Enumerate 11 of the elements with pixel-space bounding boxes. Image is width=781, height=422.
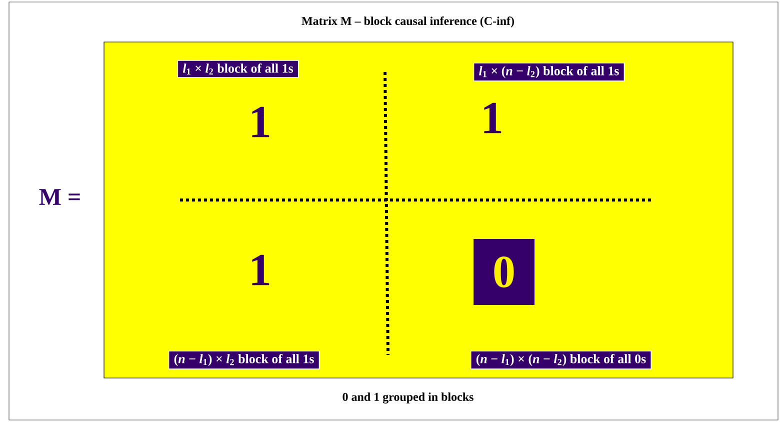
matrix-entry: 1 bbox=[252, 254, 270, 286]
matrix-box bbox=[104, 42, 734, 378]
zero-block: 0 bbox=[474, 239, 534, 305]
block-label: l$_{1}$ × l$_{2}$ block of all 1s bbox=[177, 60, 299, 78]
title: Matrix M – block causal inference (C-inf) bbox=[302, 16, 514, 28]
block-label: (n − l$_{1}$) × l$_{2}$ block of all 1s bbox=[168, 350, 320, 370]
block-label: (n − l$_{1}$) × (n − l$_{2}$) block of all 0s bbox=[470, 350, 652, 370]
caption: 0 and 1 grouped in blocks bbox=[342, 392, 474, 404]
block-label: l$_{1}$ × (n − l$_{2}$) block of all 1s bbox=[473, 62, 625, 82]
matrix-name: M = bbox=[39, 189, 80, 205]
matrix-entry: 1 bbox=[484, 102, 502, 134]
